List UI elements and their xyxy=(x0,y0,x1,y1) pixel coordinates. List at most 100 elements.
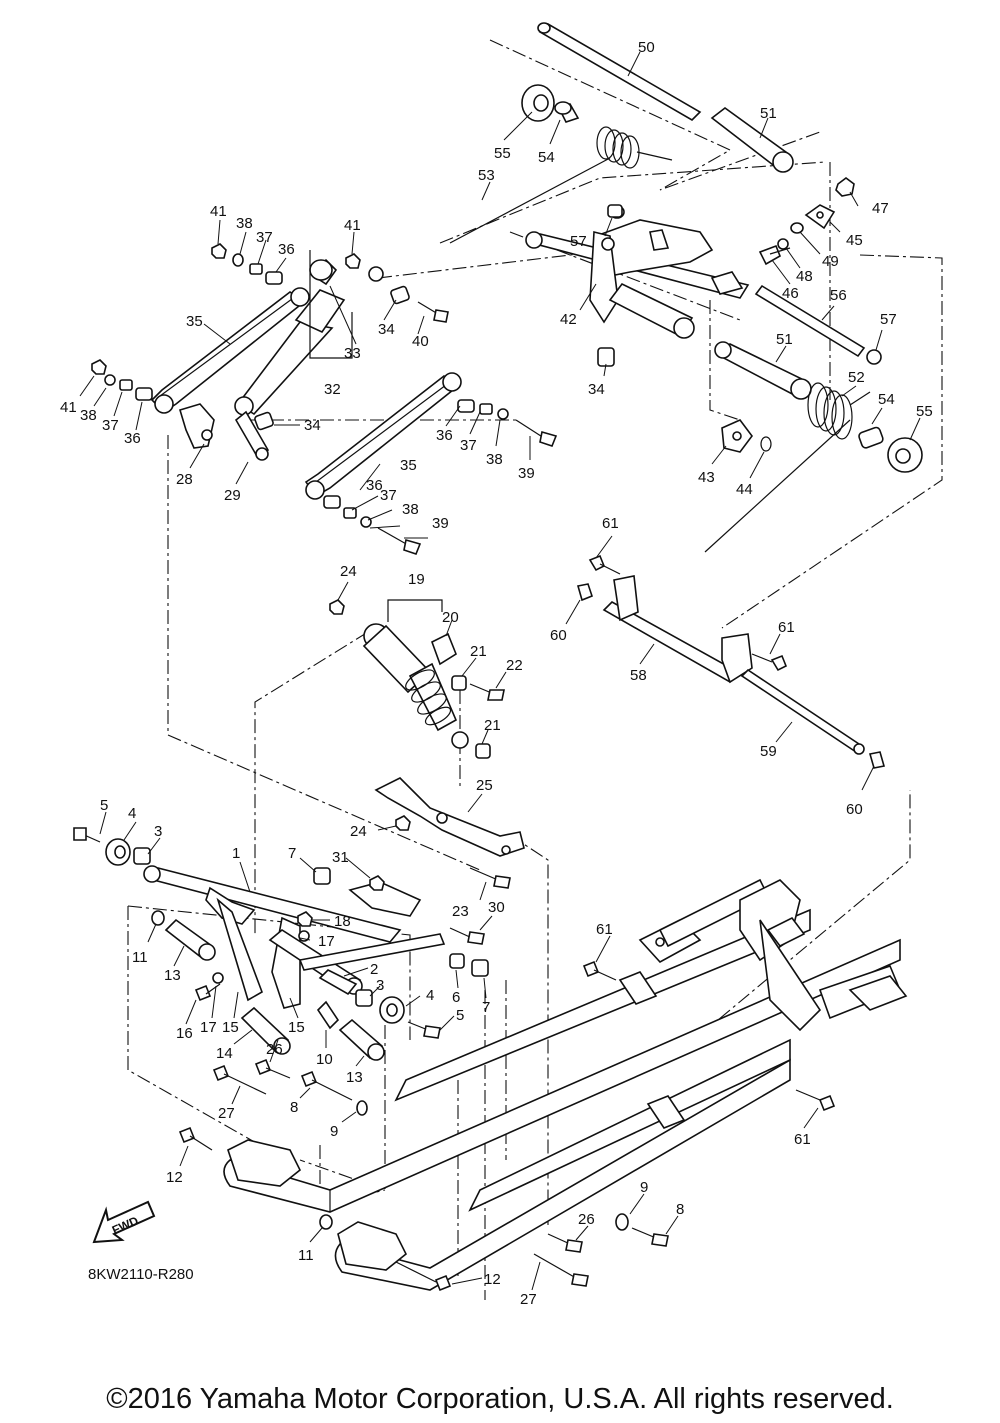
callout-4-b: 4 xyxy=(426,987,434,1004)
rail-frame xyxy=(638,878,908,1032)
bushing-34-arm xyxy=(597,347,615,367)
bolt-39-b xyxy=(377,527,422,555)
collar-21-a xyxy=(451,675,467,691)
bolt-5-a xyxy=(73,827,101,843)
washer-4-b xyxy=(379,996,405,1024)
nut-41-b xyxy=(345,253,361,269)
callout-17-b: 17 xyxy=(200,1019,217,1036)
nut-24-bottom xyxy=(395,815,411,831)
callout-9: 9 xyxy=(330,1123,338,1140)
callout-29: 29 xyxy=(224,487,241,504)
rear-arm-42 xyxy=(525,205,750,339)
bushing-33 xyxy=(368,266,384,282)
callout-38-c: 38 xyxy=(80,407,97,424)
callout-45: 45 xyxy=(846,232,863,249)
callout-52: 52 xyxy=(848,369,865,386)
callout-56: 56 xyxy=(830,287,847,304)
washer-11-a xyxy=(151,910,165,926)
bolt-8-a xyxy=(300,1070,353,1101)
callout-12: 12 xyxy=(166,1169,183,1186)
callout-38-e: 38 xyxy=(402,501,419,518)
bushing-36-e xyxy=(323,495,341,509)
callout-36-e: 36 xyxy=(366,477,383,494)
callout-21-b: 21 xyxy=(484,717,501,734)
bushing-36-d xyxy=(457,399,475,413)
rod-59 xyxy=(740,668,865,755)
callout-7-b: 7 xyxy=(482,999,490,1016)
callout-47: 47 xyxy=(872,200,889,217)
front-arm-1 xyxy=(143,865,446,1009)
bushing-54-lower xyxy=(858,426,884,449)
callout-34-b: 34 xyxy=(378,321,395,338)
callout-37-c: 37 xyxy=(102,417,119,434)
axle-58 xyxy=(602,575,753,684)
callout-39-b: 39 xyxy=(432,515,449,532)
callout-60: 60 xyxy=(550,627,567,644)
washer-17-b xyxy=(212,972,224,984)
callout-44: 44 xyxy=(736,481,753,498)
bolt-40 xyxy=(417,301,449,323)
callout-61-b: 61 xyxy=(778,619,795,636)
callout-20: 20 xyxy=(442,609,459,626)
bushing-37-c xyxy=(119,379,133,391)
callout-58: 58 xyxy=(630,667,647,684)
callout-13: 13 xyxy=(164,967,181,984)
collar-14 xyxy=(240,1006,291,1055)
callout-24: 24 xyxy=(340,563,357,580)
callout-57-b: 57 xyxy=(880,311,897,328)
callout-2: 2 xyxy=(370,961,378,978)
callout-27: 27 xyxy=(218,1105,235,1122)
callout-43: 43 xyxy=(698,469,715,486)
nut-47 xyxy=(835,177,855,197)
spring-53-top xyxy=(449,126,673,244)
callout-26: 26 xyxy=(266,1041,283,1058)
rail-right xyxy=(334,1038,791,1291)
bushing-36-a xyxy=(265,271,283,285)
callout-46: 46 xyxy=(782,285,799,302)
bolt-61-b xyxy=(751,653,788,672)
callout-6: 6 xyxy=(452,989,460,1006)
callout-3: 3 xyxy=(154,823,162,840)
callout-5: 5 xyxy=(100,797,108,814)
bushing-7-b xyxy=(471,959,489,977)
callout-34: 34 xyxy=(588,381,605,398)
bushing-6 xyxy=(449,953,465,969)
callout-8-b: 8 xyxy=(676,1201,684,1218)
bolt-5-b xyxy=(407,1021,441,1039)
callout-36-c: 36 xyxy=(124,430,141,447)
callout-5-b: 5 xyxy=(456,1007,464,1024)
callout-31: 31 xyxy=(332,849,349,866)
bolt-26-a xyxy=(254,1058,291,1079)
nut-18 xyxy=(297,911,313,927)
bracket-45 xyxy=(804,204,836,230)
callout-24-b: 24 xyxy=(350,823,367,840)
shock-group xyxy=(329,554,886,889)
callout-39: 39 xyxy=(518,465,535,482)
callout-16: 16 xyxy=(176,1025,193,1042)
callout-38: 38 xyxy=(236,215,253,232)
bushing-3-a xyxy=(133,847,151,865)
callout-11-b: 11 xyxy=(298,1247,314,1264)
callout-40: 40 xyxy=(412,333,429,350)
bolt-16 xyxy=(194,983,221,1002)
bushing-34-b xyxy=(254,411,274,431)
bolt-61-d xyxy=(795,1089,836,1112)
callout-7: 7 xyxy=(288,845,296,862)
bolt-61-a xyxy=(588,554,621,575)
cam-43 xyxy=(721,419,753,453)
callout-36: 36 xyxy=(278,241,295,258)
collar-51-lower xyxy=(714,341,812,400)
callout-15-b: 15 xyxy=(288,1019,305,1036)
collar-29 xyxy=(234,410,270,461)
bolt-27-b xyxy=(533,1253,589,1287)
bracket-28 xyxy=(179,403,215,449)
callout-42: 42 xyxy=(560,311,577,328)
washer-9-b xyxy=(615,1213,629,1231)
callout-12-b: 12 xyxy=(484,1271,501,1288)
callout-60-b: 60 xyxy=(846,801,863,818)
collar-51-top xyxy=(710,107,794,173)
diagram-code: 8KW2110-R280 xyxy=(88,1266,194,1283)
clip-60-a xyxy=(576,583,593,602)
bolt-12-a xyxy=(178,1126,213,1151)
callout-61-d: 61 xyxy=(794,1131,811,1148)
